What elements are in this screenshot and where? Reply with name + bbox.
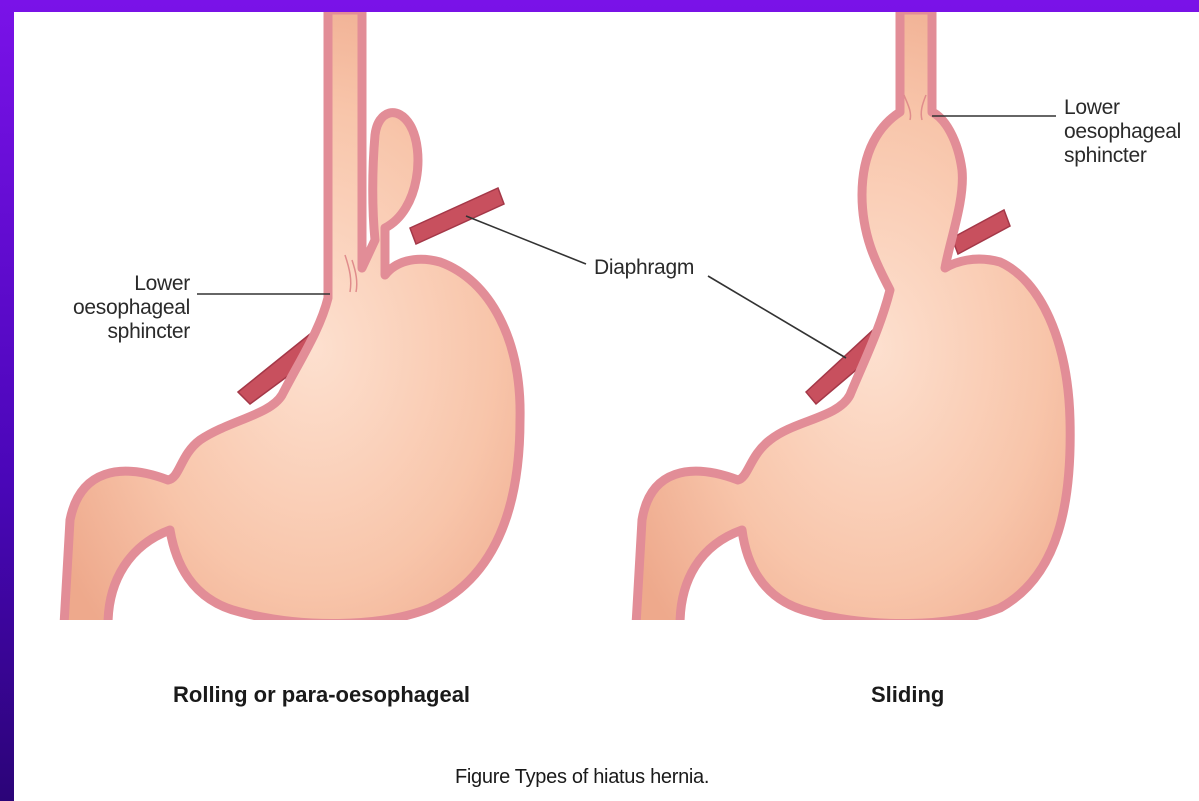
- left-sphincter-label: Lower oesophageal sphincter: [60, 272, 190, 344]
- diaphragm-label: Diaphragm: [594, 256, 694, 280]
- diaphragm-leader-right: [708, 276, 846, 358]
- right-sphincter-label-line2: oesophageal: [1064, 120, 1181, 144]
- figure-caption: Figure Types of hiatus hernia.: [455, 766, 709, 789]
- left-sphincter-label-line2: oesophageal: [60, 296, 190, 320]
- right-stomach: [636, 10, 1070, 625]
- right-sphincter-label-line1: Lower: [1064, 96, 1181, 120]
- left-diagram-caption: Rolling or para-oesophageal: [173, 682, 470, 708]
- diaphragm-leader-left: [466, 216, 586, 264]
- left-sphincter-label-line3: sphincter: [60, 320, 190, 344]
- right-diagram-caption: Sliding: [871, 682, 944, 708]
- left-sphincter-label-line1: Lower: [60, 272, 190, 296]
- right-sphincter-label: Lower oesophageal sphincter: [1064, 96, 1181, 168]
- right-sphincter-label-line3: sphincter: [1064, 144, 1181, 168]
